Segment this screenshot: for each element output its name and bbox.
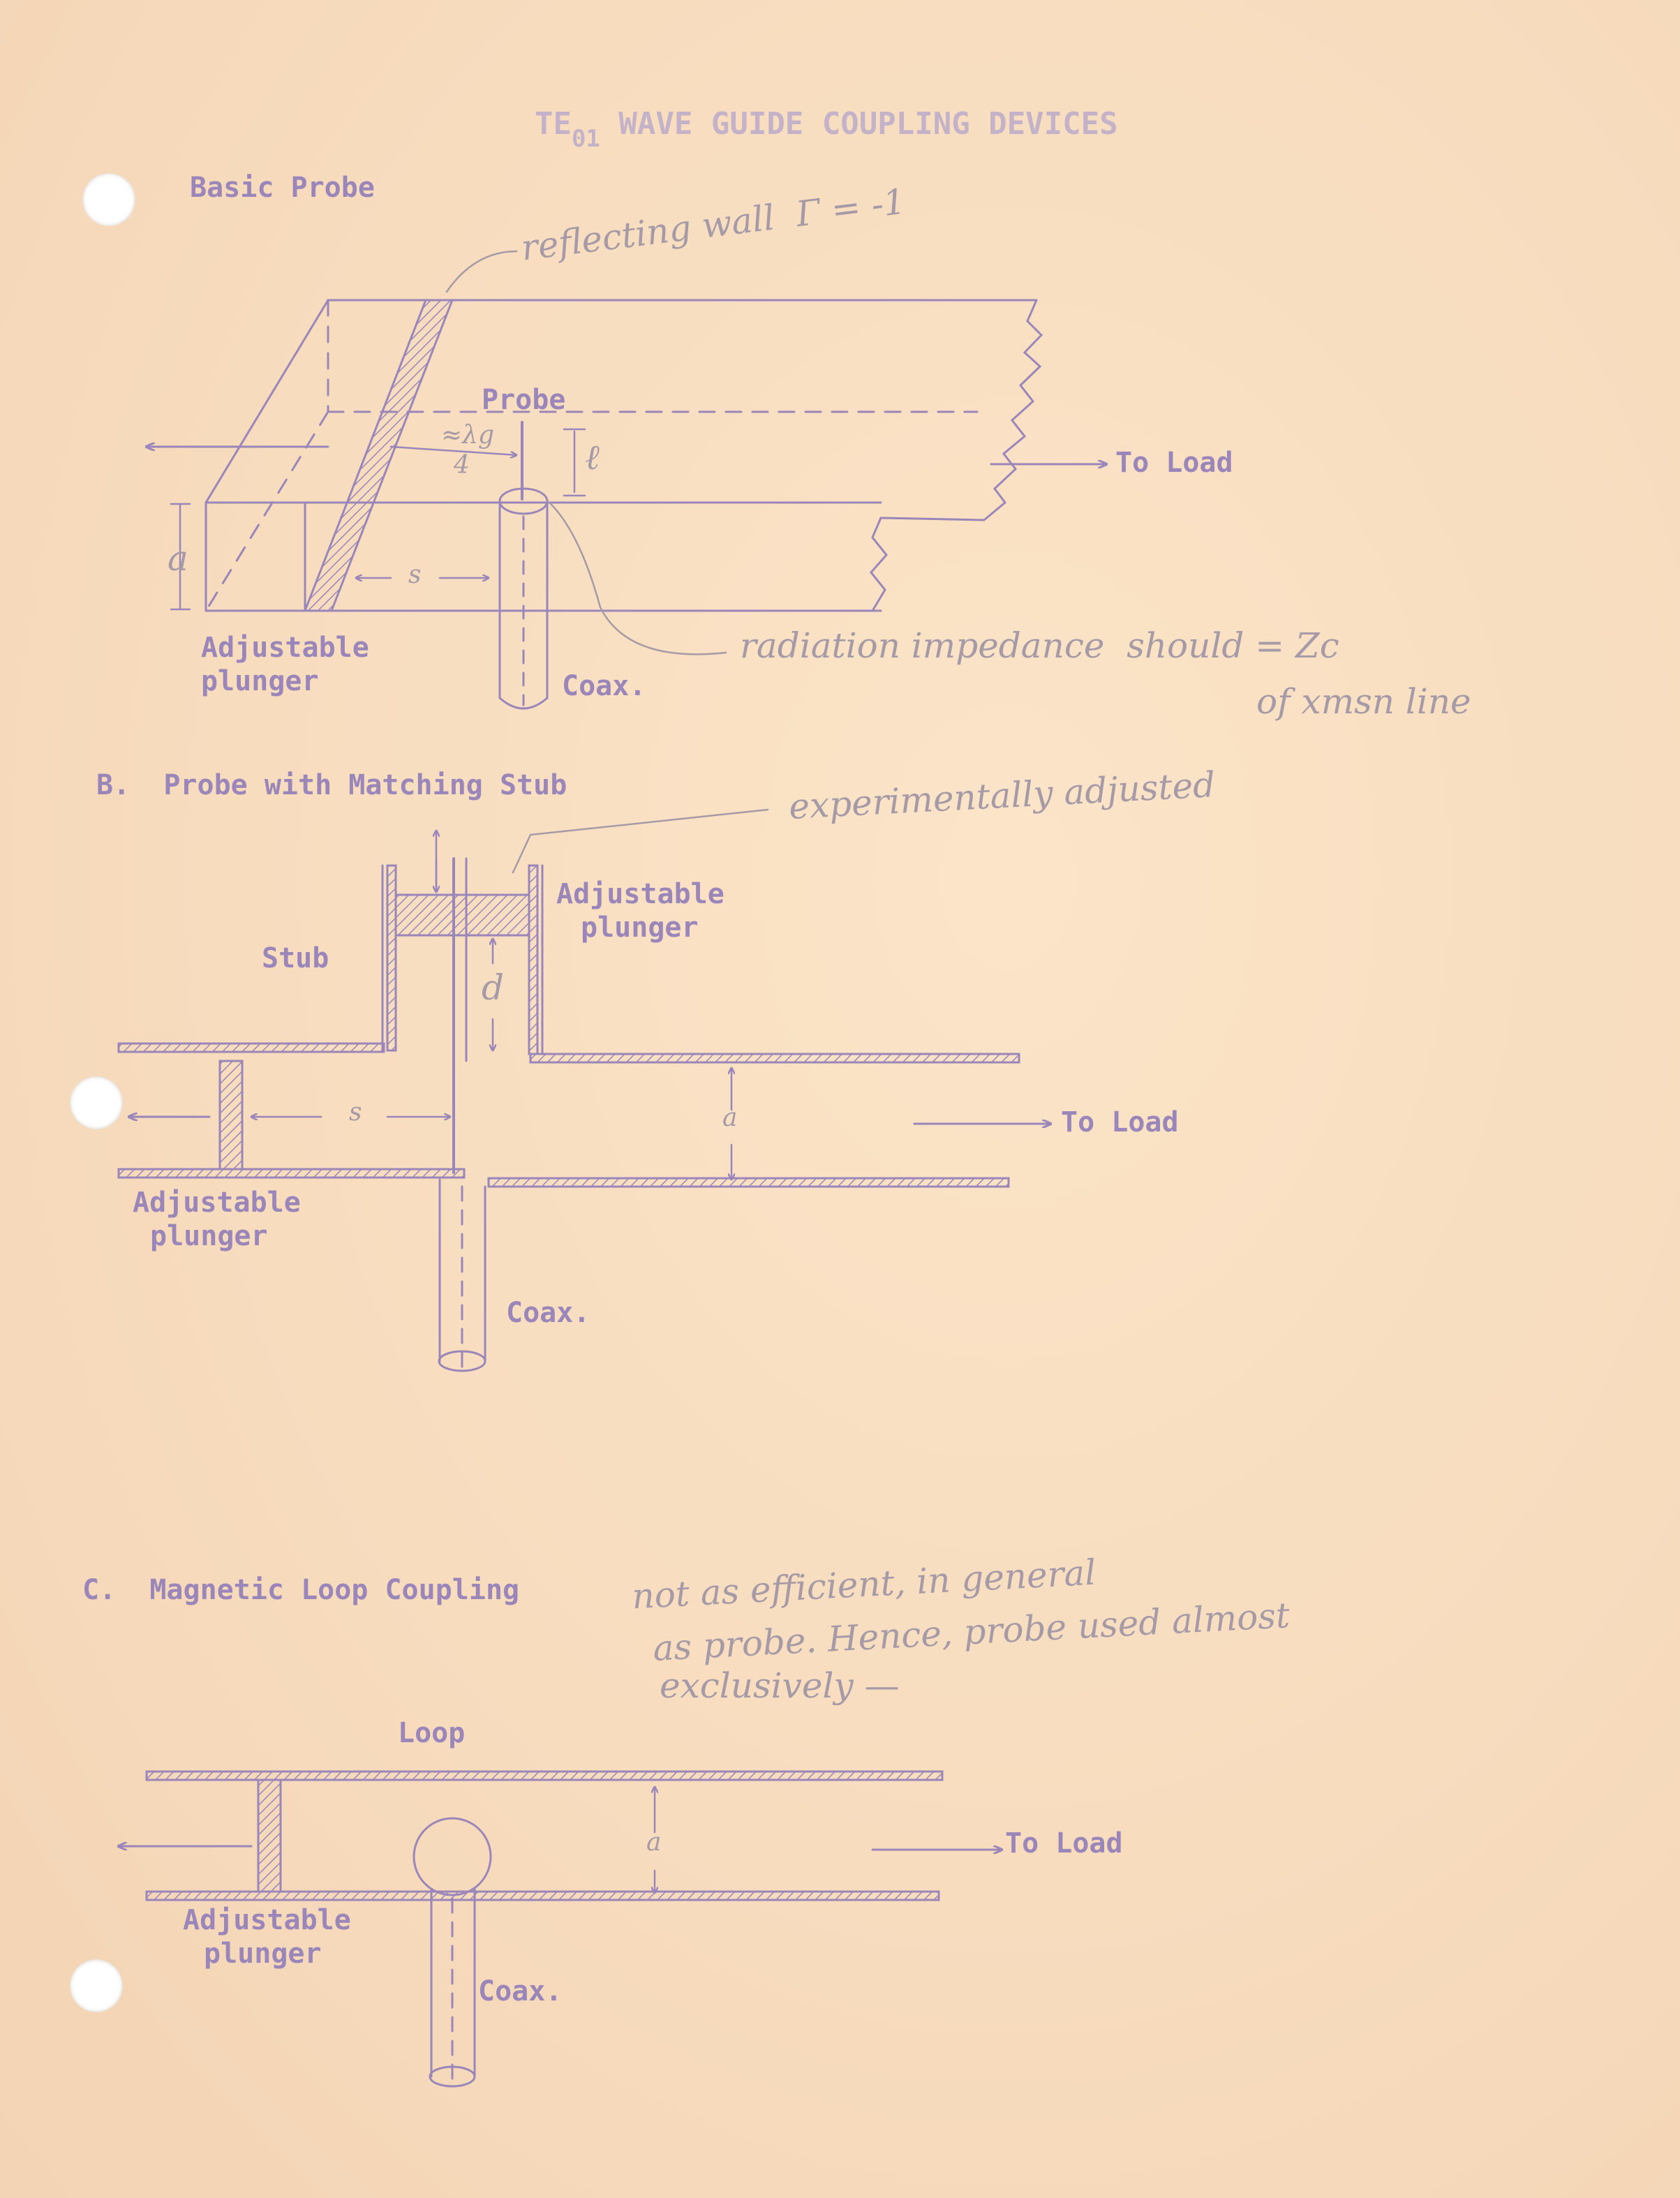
- pencil-leader-radiation: [547, 500, 727, 655]
- quarter-wave-label-top: ≈λg: [441, 421, 495, 450]
- binder-hole-bottom: [70, 1959, 123, 2012]
- loop-label: Loop: [398, 1717, 466, 1749]
- stub-spacing-s: s: [349, 1098, 362, 1127]
- loop-coax-label: Coax.: [478, 1975, 563, 2007]
- binder-hole-middle: [70, 1076, 123, 1129]
- note-radiation-impedance-1: radiation impedance should = Zc: [740, 625, 1339, 666]
- basic-probe-waveguide: [147, 299, 1106, 710]
- note-loop-3: exclusively —: [660, 1665, 900, 1706]
- loop-to-load: To Load: [1005, 1827, 1123, 1859]
- stub-to-load: To Load: [1061, 1106, 1179, 1138]
- basic-probe-heading: Basic Probe: [190, 172, 375, 204]
- basic-probe-coax-label: Coax.: [562, 670, 646, 702]
- stub-plunger-label-2: plunger: [581, 912, 699, 944]
- loop-coupling-heading: C. Magnetic Loop Coupling: [82, 1574, 520, 1606]
- basic-probe-height-a: a: [168, 538, 188, 579]
- stub-height-a: a: [722, 1104, 738, 1132]
- matching-stub-heading: B. Probe with Matching Stub: [96, 769, 567, 801]
- basic-probe-plunger-label-1: Adjustable: [201, 632, 369, 664]
- note-radiation-impedance-2: of xmsn line: [1256, 681, 1471, 722]
- stub-label: Stub: [262, 942, 329, 974]
- matching-stub-waveguide: [117, 829, 1050, 1372]
- stub-coax-label: Coax.: [506, 1297, 590, 1329]
- binder-hole-top: [82, 173, 135, 226]
- quarter-wave-label-bottom: 4: [454, 451, 470, 480]
- stub-distance-d: d: [482, 967, 505, 1008]
- pencil-leader-adjusted: [512, 808, 769, 874]
- pencil-leader-reflecting-wall: [445, 250, 518, 293]
- stub-plunger-label-1: Adjustable: [556, 878, 724, 910]
- probe-length-label: ℓ: [585, 437, 600, 477]
- loop-height-a: a: [646, 1828, 662, 1857]
- page-title: TE01 WAVE GUIDE COUPLING DEVICES: [534, 105, 1118, 153]
- basic-probe-to-load: To Load: [1115, 447, 1233, 479]
- stub-guide-plunger-label-2: plunger: [150, 1220, 268, 1252]
- loop-plunger-label-1: Adjustable: [183, 1904, 351, 1936]
- basic-probe-plunger-label-2: plunger: [201, 665, 319, 697]
- basic-probe-spacing-s: s: [408, 560, 422, 589]
- stub-guide-plunger-label-1: Adjustable: [133, 1187, 301, 1219]
- loop-coupling-waveguide: [119, 1770, 1002, 2088]
- loop-plunger-label-2: plunger: [204, 1938, 322, 1970]
- probe-label: Probe: [482, 384, 566, 416]
